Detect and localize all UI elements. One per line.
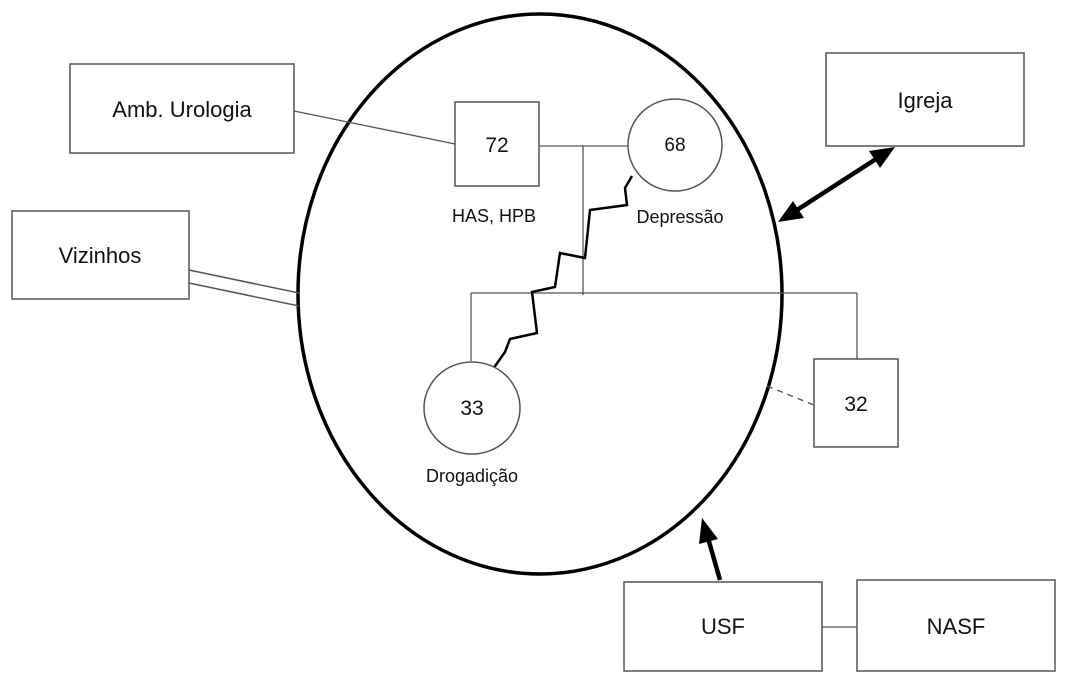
son-age: 32 [844, 393, 867, 416]
arrowhead-to-family [778, 201, 804, 222]
arrowhead-to-igreja [869, 147, 895, 168]
box-amb-urologia-label: Amb. Urologia [112, 97, 252, 122]
link-son-dashed [766, 385, 815, 406]
box-nasf: NASF [856, 579, 1056, 672]
box-vizinhos: Vizinhos [11, 210, 190, 300]
mother-condition: Depressão [636, 207, 723, 227]
daughter-age: 33 [460, 397, 483, 420]
link-urologia-father [293, 110, 456, 145]
member-mother: 68 Depressão [627, 98, 724, 227]
box-nasf-label: NASF [927, 614, 986, 639]
father-condition: HAS, HPB [452, 206, 536, 226]
link-igreja-bidirectional [778, 147, 895, 222]
member-father: 72 HAS, HPB [452, 101, 540, 226]
box-usf: USF [623, 581, 823, 672]
link-vizinhos-double [188, 269, 300, 307]
family-ellipse [296, 12, 784, 576]
box-vizinhos-label: Vizinhos [59, 243, 142, 268]
member-son: 32 [813, 358, 899, 448]
daughter-condition: Drogadição [426, 466, 518, 486]
member-daughter: 33 Drogadição [423, 361, 521, 486]
father-age: 72 [485, 134, 508, 157]
box-igreja: Igreja [825, 52, 1025, 147]
link-conflict-zigzag [491, 175, 634, 370]
box-igreja-label: Igreja [897, 88, 953, 113]
family-lines [470, 145, 858, 361]
link-usf-arrow [699, 518, 723, 581]
box-usf-label: USF [701, 614, 745, 639]
box-amb-urologia: Amb. Urologia [69, 63, 295, 154]
mother-age: 68 [664, 135, 685, 156]
arrowhead-to-family-from-usf [699, 518, 718, 544]
